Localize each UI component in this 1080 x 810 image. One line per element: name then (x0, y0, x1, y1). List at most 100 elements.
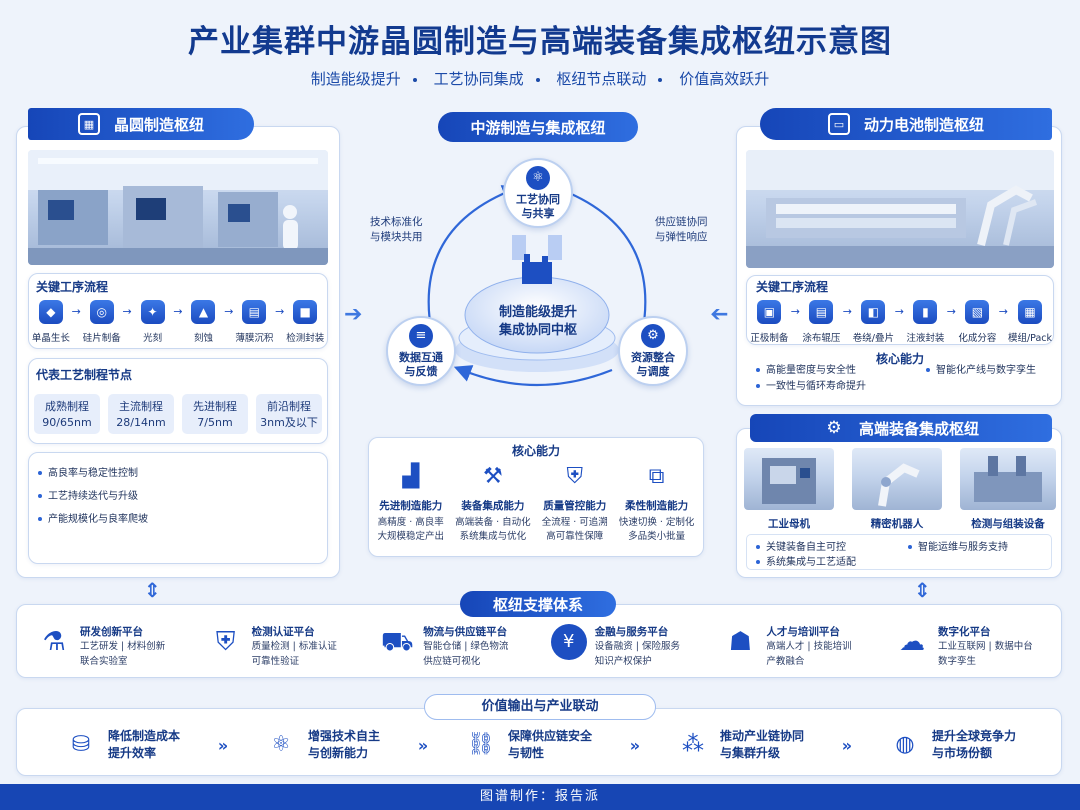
machine-tool-photo (744, 448, 834, 510)
value-item: ⚛增强技术自主与创新能力 (266, 728, 380, 762)
subtitle-item: 工艺协同集成 (433, 70, 524, 88)
equipment-item: 精密机器人 (852, 448, 942, 531)
globe-icon: ◍ (895, 732, 915, 757)
gear-icon: ⚙ (826, 418, 842, 438)
arrow-right-icon: → (224, 305, 234, 318)
battery-core-left: 高能量密度与安全性 一致性与循环寿命提升 (756, 363, 866, 395)
center-header: 中游制造与集成枢纽 (438, 112, 638, 142)
cloud-icon: ☁ (898, 627, 925, 657)
wafer-icon: ◎ (89, 300, 114, 324)
atom-icon: ⚛ (526, 165, 550, 190)
center-cap-list: ▟先进制造能力高精度 · 高良率大规模稳定产出 ⚒装备集成能力高端装备 · 自动… (372, 462, 700, 544)
process-step: ▦模组/Pack (1008, 300, 1052, 344)
process-step: ▣正极制备 (748, 300, 791, 344)
battery-core-title: 核心能力 (875, 352, 924, 366)
chevron-right-icon: » (417, 735, 429, 755)
chip-icon: ▦ (77, 113, 100, 135)
inspection-photo (960, 448, 1056, 510)
coating-icon: ▤ (809, 300, 834, 324)
center-right-note: 供应链协同 与弹性响应 (655, 216, 708, 243)
data-feedback-node: ≡ 数据互通与反馈 (386, 316, 456, 386)
chevron-right-icon: » (841, 735, 853, 755)
formation-icon: ▧ (965, 300, 990, 324)
arrow-right-icon: → (946, 305, 956, 318)
center-capabilities-panel (368, 437, 704, 557)
support-item: ¥金融与服务平台设备融资 | 保险服务知识产权保护 (550, 624, 713, 669)
arrow-right-icon: → (790, 305, 800, 318)
arrow-right-icon: → (998, 305, 1008, 318)
hub-label: 制造能级提升 集成协同中枢 (498, 305, 577, 338)
cathode-icon: ▣ (757, 300, 782, 324)
shield-check-icon: ⛨ (566, 464, 584, 489)
pack-icon: ▦ (1018, 300, 1042, 324)
wafer-process-box (28, 273, 328, 349)
subtitle-item: 价值高效跃升 (679, 70, 770, 88)
equipment-list: 工业母机 精密机器人 检测与组装设备 (744, 448, 1056, 531)
wafer-bullets: 高良率与稳定性控制 工艺持续迭代与升级 产能规模化与良率爬坡 (38, 462, 148, 531)
process-step: ▤薄膜沉积 (234, 300, 276, 344)
process-step: ✦光刻 (132, 300, 174, 344)
arrow-right-icon: → (275, 305, 285, 318)
database-icon: ≡ (409, 323, 433, 348)
equipment-bullets-right: 智能运维与服务支持 (908, 540, 1008, 555)
equipment-bullets-left: 关键装备自主可控 系统集成与工艺适配 (756, 540, 856, 570)
shield-check-icon: ⛨ (215, 627, 236, 657)
atom-icon: ⚛ (271, 732, 291, 757)
crystal-icon: ◆ (38, 300, 63, 324)
value-item: ◍提升全球竞争力与市场份额 (890, 728, 1016, 762)
process-step: ▮注液封装 (904, 300, 947, 344)
process-step: ▤涂布辊压 (800, 300, 843, 344)
film-icon: ▤ (242, 300, 267, 324)
equipment-header: ⚙ 高端装备集成枢纽 (750, 414, 1052, 442)
arrow-right-icon: → (71, 305, 81, 318)
page-title: 产业集群中游晶圆制造与高端装备集成枢纽示意图 (188, 24, 892, 60)
coins-icon: ⛁ (71, 732, 91, 757)
yen-icon: ¥ (550, 624, 587, 660)
arrow-left-icon: ➔ (710, 302, 729, 327)
capability-item: ⚒装备集成能力高端装备 · 自动化系统集成与优化 (455, 464, 531, 542)
battery-icon: ▭ (827, 113, 850, 135)
arrow-right-icon: → (842, 305, 852, 318)
value-item: ⁂推动产业链协同与集群升级 (678, 728, 804, 762)
wafer-header: ▦ 晶圆制造枢纽 (28, 108, 254, 140)
link-icon: ⛓ (467, 732, 495, 757)
package-icon: ■ (293, 300, 318, 324)
process-step: ◆单晶生长 (30, 300, 72, 344)
arrow-right-icon: ➔ (344, 302, 363, 327)
center-left-note: 技术标准化 与模块共用 (370, 216, 423, 243)
support-header: 枢纽支撑体系 (460, 591, 616, 617)
battery-line-photo (746, 150, 1054, 268)
support-header-label: 枢纽支撑体系 (492, 595, 583, 614)
equipment-item: 工业母机 (744, 448, 834, 531)
gear-icon: ⚙ (641, 323, 665, 348)
lithography-icon: ✦ (140, 300, 165, 324)
bar-chart-icon: ▟ (402, 464, 420, 489)
footer-credit: 图谱制作：报告派 (0, 784, 1080, 810)
wafer-nodes-title: 代表工艺制程节点 (36, 368, 133, 382)
etch-icon: ▲ (191, 300, 216, 324)
process-step: ◧卷绕/叠片 (852, 300, 895, 344)
center-cap-title: 核心能力 (511, 444, 560, 458)
wafer-fab-photo (28, 150, 328, 265)
winding-icon: ◧ (861, 300, 886, 324)
network-icon: ⁂ (681, 732, 704, 757)
resource-scheduling-node: ⚙ 资源整合与调度 (618, 316, 688, 386)
equipment-header-label: 高端装备集成枢纽 (858, 419, 979, 438)
page-subtitle: 制造能级提升 工艺协同集成 枢纽节点联动 价值高效跃升 (0, 68, 1080, 89)
chevron-right-icon: » (629, 735, 641, 755)
battery-steps: ▣正极制备 → ▤涂布辊压 → ◧卷绕/叠片 → ▮注液封装 → ▧化成分容 →… (748, 300, 1052, 344)
robot-arm-icon: ⚒ (483, 464, 503, 489)
support-list: ⚗研发创新平台工艺研发 | 材料创新联合实验室 ⛨检测认证平台质量检测 | 标准… (36, 624, 1056, 669)
value-header: 价值输出与产业联动 (424, 694, 656, 720)
center-header-label: 中游制造与集成枢纽 (470, 118, 606, 137)
subtitle-item: 制造能级提升 (310, 70, 401, 88)
process-step: ◎硅片制备 (81, 300, 123, 344)
support-item: ⚗研发创新平台工艺研发 | 材料创新联合实验室 (36, 624, 198, 669)
capability-item: ⛨质量管控能力全流程 · 可追溯高可靠性保障 (541, 464, 608, 542)
wafer-steps: ◆单晶生长 → ◎硅片制备 → ✦光刻 → ▲刻蚀 → ▤薄膜沉积 → ■检测封… (30, 300, 326, 344)
modules-icon: ⧉ (648, 464, 665, 489)
truck-icon: ⛟ (380, 627, 414, 657)
